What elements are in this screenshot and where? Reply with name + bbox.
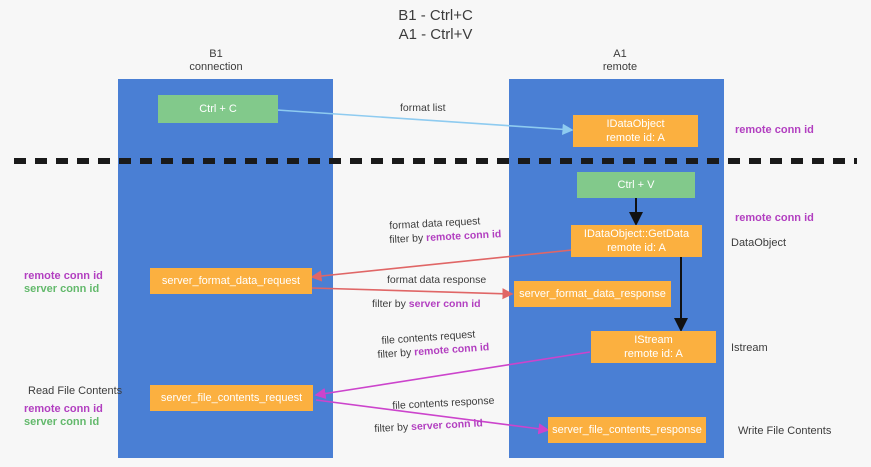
filter-key-server-conn-id-1: server conn id	[408, 298, 481, 310]
node-server-format-data-request-label: server_format_data_request	[161, 275, 301, 287]
node-istream-line1: IStream	[634, 334, 673, 346]
node-getdata-line2: remote id: A	[607, 242, 666, 254]
node-idataobject[interactable]: IDataObject remote id: A	[573, 115, 698, 147]
filter-key-remote-conn-id-2: remote conn id	[413, 341, 490, 359]
node-server-file-contents-response-label: server_file_contents_response	[552, 424, 702, 436]
node-ctrl-c[interactable]: Ctrl + C	[158, 95, 278, 123]
node-server-format-data-response-label: server_format_data_response	[519, 288, 666, 300]
column-header-left: B1 connection	[189, 48, 243, 73]
node-server-format-data-request[interactable]: server_format_data_request	[150, 268, 312, 294]
side-label-istream: Istream	[731, 342, 768, 354]
edge-label-file-contents-response: file contents response	[392, 394, 495, 412]
node-istream-line2: remote id: A	[624, 348, 683, 360]
legend-remote-conn-id-2: remote conn id	[24, 403, 103, 415]
edge-label-format-list: format list	[400, 102, 446, 114]
node-server-format-data-response[interactable]: server_format_data_response	[514, 281, 671, 307]
filter-prefix-3: filter by	[377, 346, 415, 361]
side-label-dataobject: DataObject	[731, 237, 787, 249]
filter-prefix-4: filter by	[374, 421, 412, 435]
node-ctrl-c-label: Ctrl + C	[199, 103, 237, 115]
side-label-write-file-contents: Write File Contents	[738, 425, 832, 437]
node-server-file-contents-response[interactable]: server_file_contents_response	[548, 417, 706, 443]
filter-key-remote-conn-id-1: remote conn id	[425, 228, 502, 245]
node-idataobject-line1: IDataObject	[606, 118, 665, 130]
node-server-file-contents-request-label: server_file_contents_request	[160, 392, 303, 404]
filter-prefix-1: filter by	[389, 232, 427, 246]
filter-key-server-conn-id-2: server conn id	[410, 417, 484, 434]
side-label-remote-conn-id-mid: remote conn id	[735, 212, 814, 224]
legend-server-conn-id: server conn id	[24, 283, 100, 295]
node-getdata[interactable]: IDataObject::GetData remote id: A	[571, 225, 702, 257]
edge-label-format-data-response-filter: filter by server conn id	[372, 297, 481, 311]
node-getdata-line1: IDataObject::GetData	[583, 228, 690, 240]
node-server-file-contents-request[interactable]: server_file_contents_request	[150, 385, 313, 411]
edge-label-format-data-response: format data response	[387, 274, 487, 286]
legend-server-conn-id-2: server conn id	[24, 416, 100, 428]
legend-remote-conn-id: remote conn id	[24, 270, 103, 282]
node-idataobject-line2: remote id: A	[606, 132, 665, 144]
edge-label-file-contents-response-filter: filter by server conn id	[374, 416, 483, 436]
column-header-right: A1 remote	[602, 48, 638, 73]
filter-prefix-2: filter by	[372, 298, 409, 310]
side-label-read-file-contents: Read File Contents	[28, 385, 123, 397]
side-label-remote-conn-id-top: remote conn id	[735, 124, 814, 136]
node-istream[interactable]: IStream remote id: A	[591, 331, 716, 363]
node-ctrl-v[interactable]: Ctrl + V	[577, 172, 695, 198]
page-title: B1 - Ctrl+C A1 - Ctrl+V	[398, 7, 473, 43]
node-ctrl-v-label: Ctrl + V	[617, 179, 655, 191]
